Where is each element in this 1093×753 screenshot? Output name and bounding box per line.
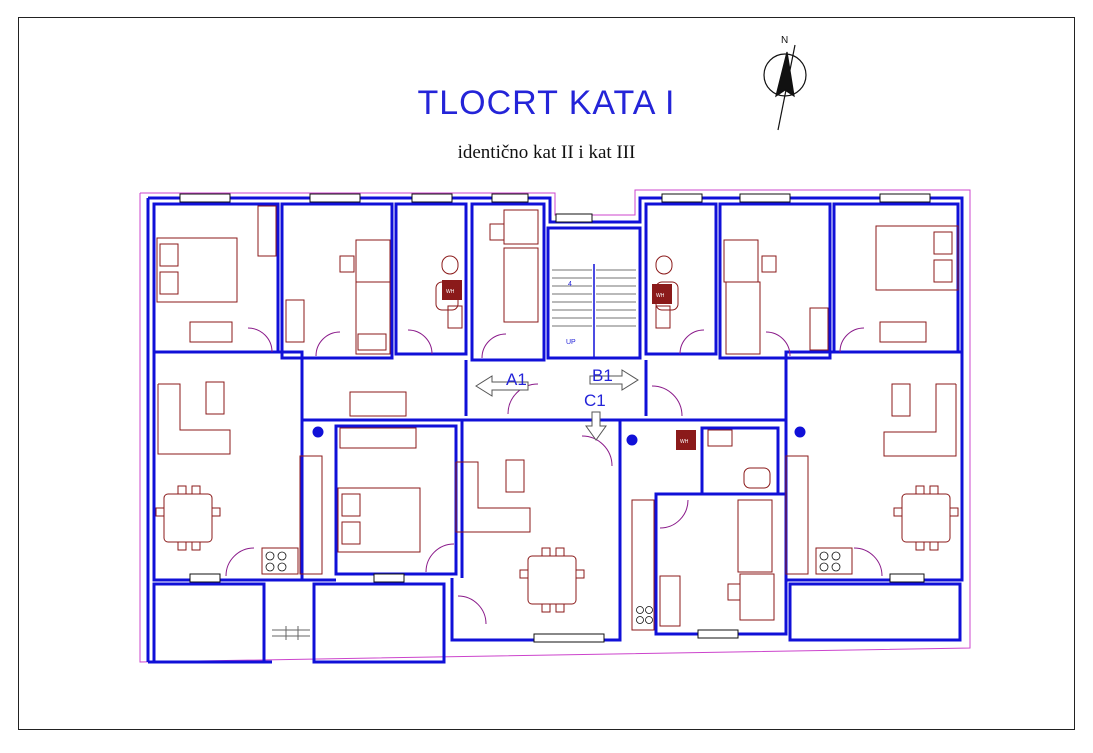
north-label: N xyxy=(781,35,789,46)
double-bed-center xyxy=(337,487,421,553)
single-bed-right xyxy=(725,281,761,355)
single-bed-left xyxy=(355,281,391,355)
staircase xyxy=(552,269,636,327)
unit-label-a1: A1 xyxy=(506,370,527,389)
site-outline xyxy=(139,189,971,663)
unit-label-b1: B1 xyxy=(592,366,613,385)
stair-number: 4 xyxy=(568,281,572,288)
stove-icon xyxy=(265,551,841,624)
unit-arrows xyxy=(475,369,639,441)
water-heater-icon xyxy=(442,280,696,450)
page-title: TLOCRT KATA I xyxy=(417,84,676,122)
water-heater-label-center: WH xyxy=(680,439,689,445)
windows xyxy=(179,193,931,643)
north-arrow-icon xyxy=(763,44,807,131)
water-heater-label-right: WH xyxy=(656,293,665,299)
door-swings xyxy=(225,327,883,625)
drawing-frame xyxy=(18,17,1075,730)
unit-label-c1: C1 xyxy=(584,391,606,410)
duct-icon xyxy=(311,425,807,447)
single-bed-mid xyxy=(503,247,539,323)
water-heater-label-left: WH xyxy=(446,289,455,295)
dining-chairs xyxy=(155,485,959,613)
page-subtitle: identično kat II i kat III xyxy=(457,142,636,163)
double-bed-right xyxy=(875,225,959,291)
furniture xyxy=(156,205,959,631)
single-bed-lower-right xyxy=(737,499,773,573)
double-bed-left xyxy=(156,237,238,303)
stair-up-label: UP xyxy=(566,339,576,346)
balcony-railing xyxy=(272,626,310,640)
walls xyxy=(146,196,964,664)
